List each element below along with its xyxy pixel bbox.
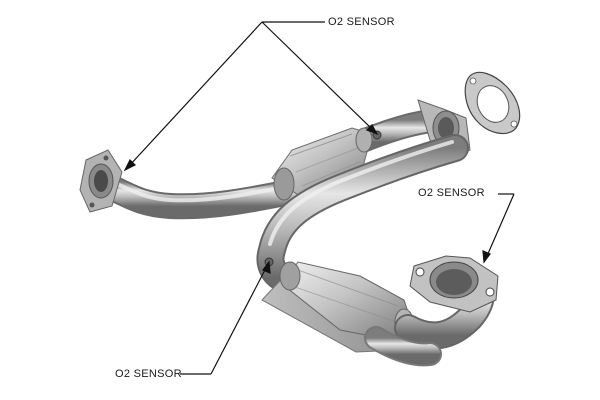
o2-sensor-label-bottom: O2 SENSOR	[115, 368, 182, 380]
left-inlet-flange	[79, 149, 123, 213]
leader-line-top-left	[128, 21, 263, 167]
arrowhead-top-right	[365, 124, 379, 136]
arrowhead-bottom	[262, 260, 271, 274]
o2-sensor-label-top: O2 SENSOR	[328, 16, 395, 28]
leader-line-top-right	[261, 21, 374, 131]
arrowhead-right	[482, 250, 491, 264]
crossover-pipe	[256, 134, 469, 292]
o2-sensor-label-right: O2 SENSOR	[418, 187, 485, 199]
leader-line-right-diag	[486, 193, 515, 257]
outlet-flange	[409, 255, 499, 313]
flange-gasket	[464, 71, 521, 135]
leader-line-bottom-diag	[210, 267, 267, 375]
leader-lines	[123, 21, 515, 375]
arrowhead-top-left	[123, 158, 137, 172]
left-inlet-pipe	[87, 169, 303, 220]
